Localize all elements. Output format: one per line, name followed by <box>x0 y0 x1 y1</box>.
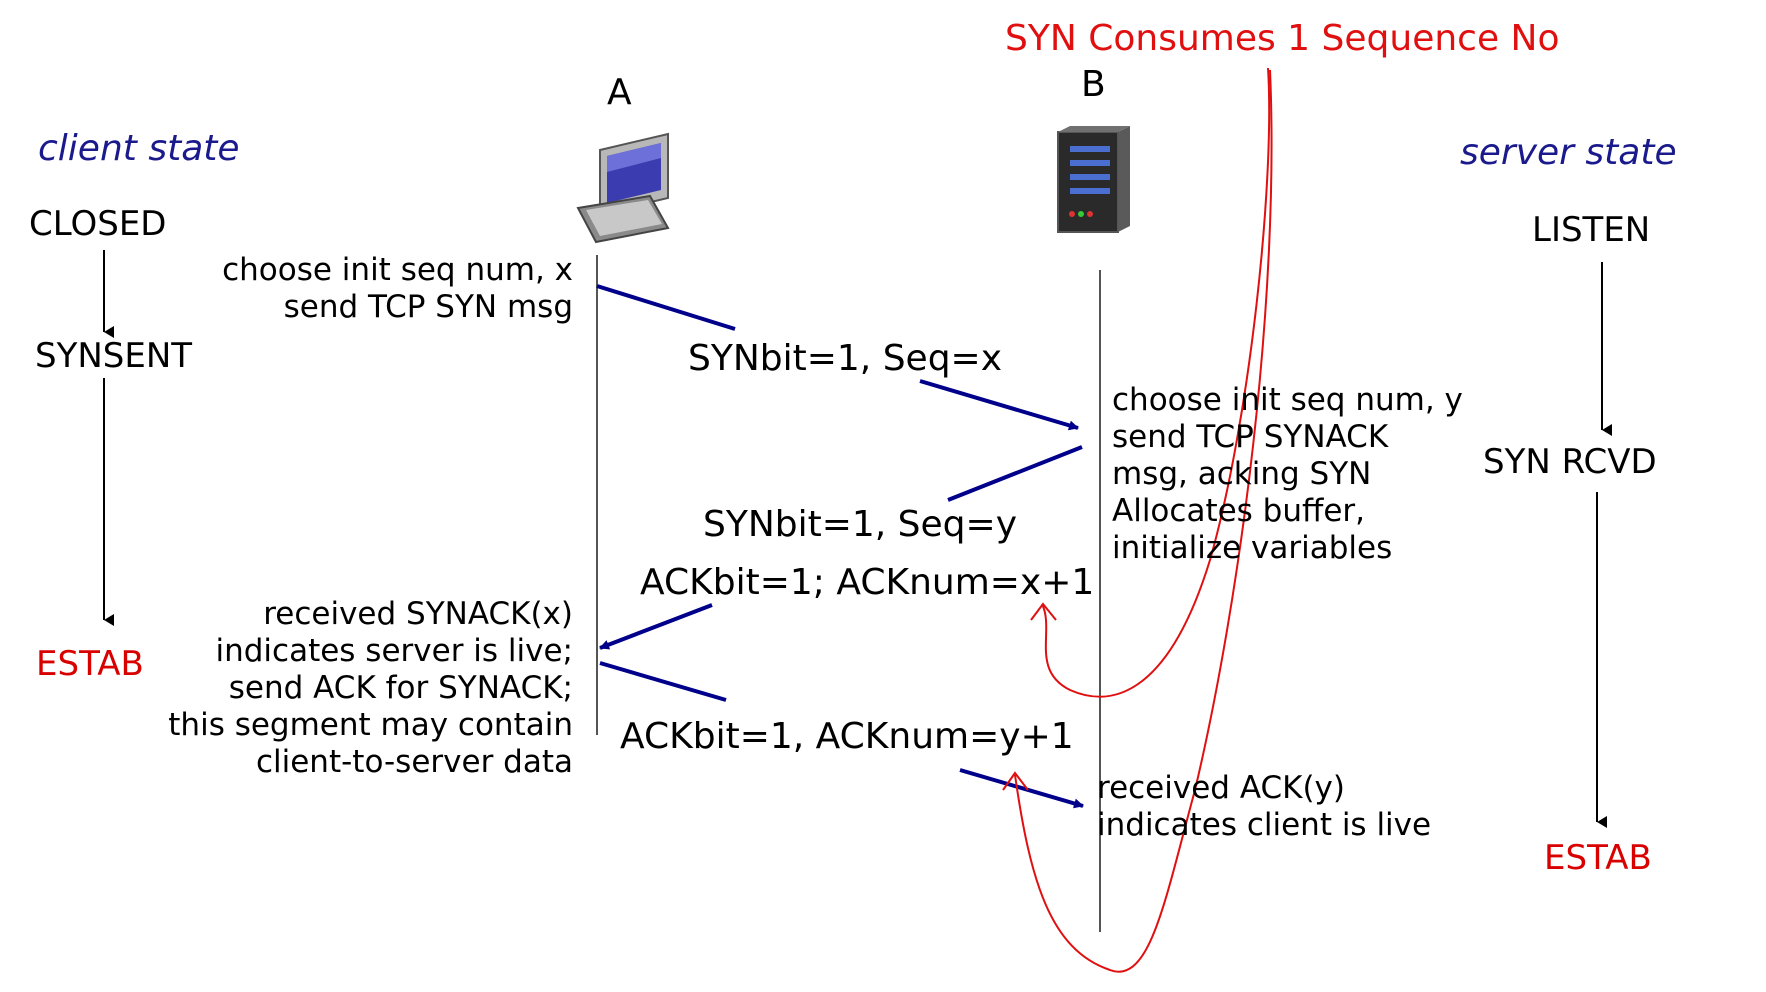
note-line: choose init seq num, y <box>1112 382 1463 418</box>
annotation-arrowhead-ack <box>1002 771 1029 791</box>
host-b-label: B <box>1081 64 1106 105</box>
annotation-curve-synack <box>1041 67 1271 698</box>
server-state-header: server state <box>1460 132 1677 173</box>
annotation-text: SYN Consumes 1 Sequence No <box>1005 18 1560 59</box>
note-line: send TCP SYN msg <box>283 289 573 325</box>
synack-arrow-end <box>599 603 713 650</box>
note-client-init: choose init seq num, x send TCP SYN msg <box>222 252 573 326</box>
annotation-curve-ack <box>1014 69 1273 973</box>
segment-ack-label: ACKbit=1, ACKnum=y+1 <box>620 708 1074 766</box>
client-state-synsent: SYNSENT <box>35 336 193 376</box>
server-state-listen: LISTEN <box>1532 210 1651 250</box>
note-server-recv: received ACK(y) indicates client is live <box>1097 770 1431 844</box>
server-tower-icon <box>1057 126 1130 233</box>
note-line: Allocates buffer, <box>1112 493 1366 529</box>
server-state-syn-rcvd: SYN RCVD <box>1483 442 1657 482</box>
note-line: this segment may contain <box>168 707 573 743</box>
segment-synack-label: SYNbit=1, Seq=y ACKbit=1; ACKnum=x+1 <box>640 496 1095 612</box>
syn-arrow-end <box>919 379 1079 431</box>
segment-syn-label: SYNbit=1, Seq=x <box>688 330 1002 388</box>
host-a-label: A <box>607 72 632 113</box>
note-line: choose init seq num, x <box>222 252 573 288</box>
desktop-computer-icon <box>576 132 670 244</box>
note-line: received SYNACK(x) <box>263 596 573 632</box>
annotation-arrowhead-synack <box>1030 602 1057 621</box>
note-server-init: choose init seq num, y send TCP SYNACK m… <box>1112 382 1463 567</box>
ack-arrow-start <box>599 661 727 702</box>
segment-line: SYNbit=1, Seq=x <box>688 338 1003 379</box>
note-line: msg, acking SYN <box>1112 456 1372 492</box>
note-line: received ACK(y) <box>1097 770 1345 806</box>
note-line: indicates server is live; <box>215 633 573 669</box>
segment-line: SYNbit=1, Seq=y <box>702 504 1017 545</box>
client-state-estab: ESTAB <box>36 644 144 684</box>
segment-line: ACKbit=1, ACKnum=y+1 <box>620 716 1074 757</box>
note-line: send TCP SYNACK <box>1112 419 1389 455</box>
synack-arrow-start <box>947 445 1083 502</box>
segment-line: ACKbit=1; ACKnum=x+1 <box>640 562 1095 603</box>
note-line: indicates client is live <box>1097 807 1432 843</box>
client-state-header: client state <box>38 128 240 169</box>
client-state-closed: CLOSED <box>29 204 167 244</box>
syn-arrow-start <box>596 284 736 331</box>
note-client-recv: received SYNACK(x) indicates server is l… <box>168 596 573 781</box>
note-line: initialize variables <box>1112 530 1393 566</box>
note-line: send ACK for SYNACK; <box>228 670 573 706</box>
note-line: client-to-server data <box>255 744 573 780</box>
ack-arrow-end <box>959 768 1084 809</box>
server-state-estab: ESTAB <box>1544 838 1652 878</box>
